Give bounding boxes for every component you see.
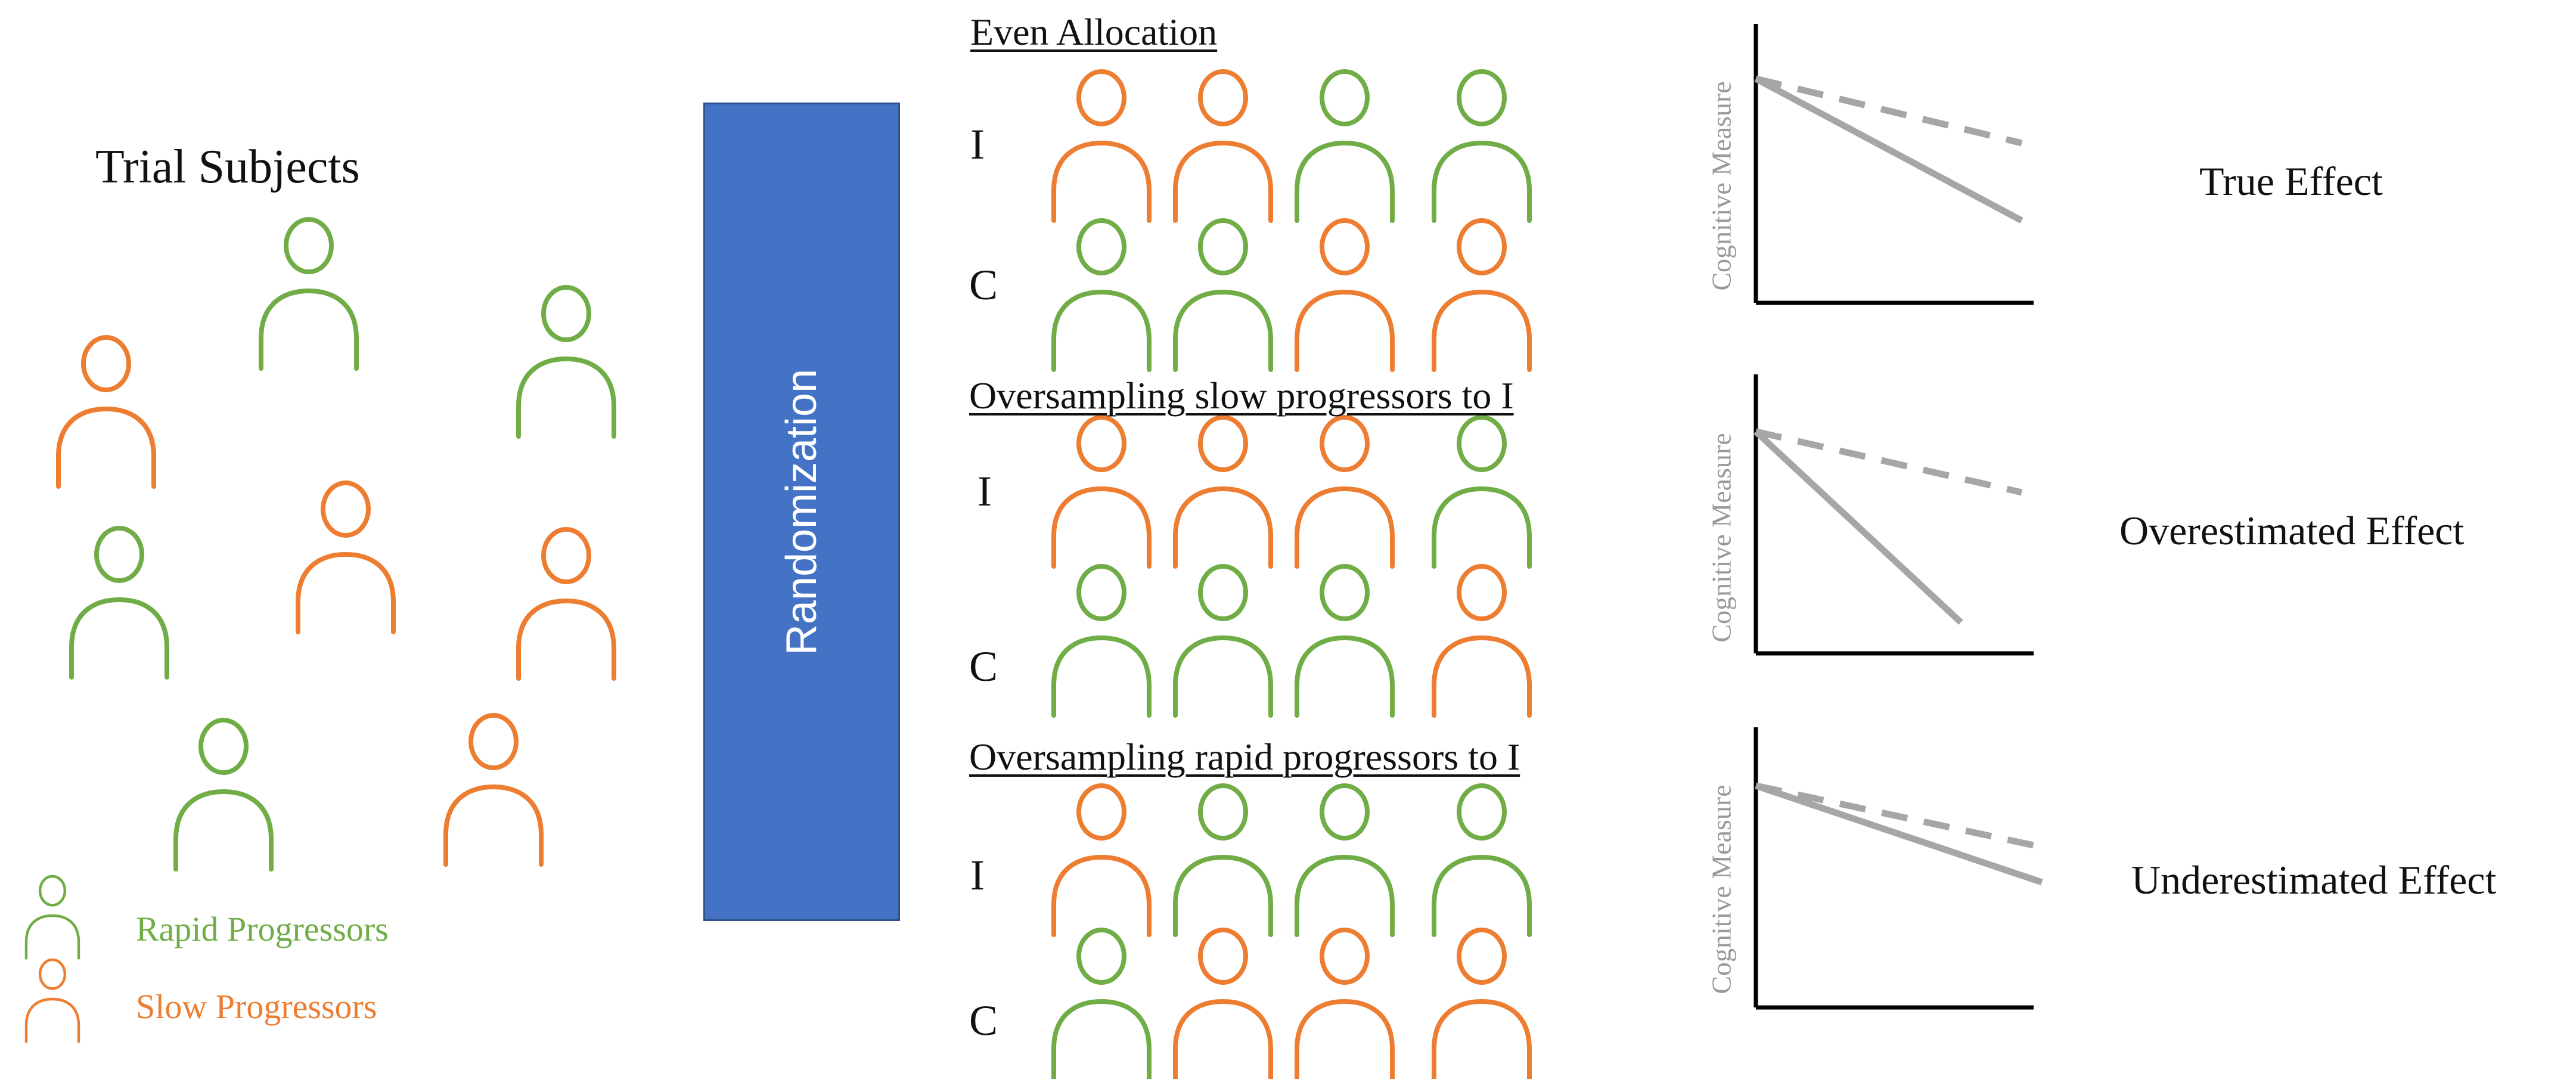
control-person-icon — [1051, 928, 1152, 1079]
subject-person-icon — [56, 335, 156, 489]
charts-layer — [1753, 24, 2043, 1010]
scenario-heading-rapid: Oversampling rapid progressors to I — [969, 736, 1520, 778]
intervention-person-icon — [1173, 415, 1273, 569]
chart-y-axis-label: Cognitive Measure — [1706, 433, 1737, 643]
intervention-person-icon — [1051, 415, 1152, 569]
effect-label-underestimated: Underestimated Effect — [2131, 857, 2497, 903]
group-label-control: C — [969, 997, 998, 1044]
randomization-label: Randomization — [778, 368, 825, 655]
legend-slow-icon — [24, 958, 80, 1043]
intervention-person-icon — [1051, 783, 1152, 937]
subject-person-icon — [296, 480, 396, 634]
solid-trend-line — [1753, 429, 1963, 625]
group-label-intervention: I — [977, 467, 992, 515]
control-person-icon — [1432, 218, 1532, 372]
intervention-person-icon — [1432, 783, 1532, 937]
subject-person-icon — [443, 713, 544, 867]
control-person-icon — [1432, 564, 1532, 718]
intervention-person-icon — [1051, 69, 1152, 223]
legend-slow-label: Slow Progressors — [136, 987, 377, 1026]
randomization-box: Randomization — [703, 103, 900, 921]
intervention-person-icon — [1173, 69, 1273, 223]
scenario-heading-slow: Oversampling slow progressors to I — [969, 374, 1514, 417]
subject-person-icon — [259, 217, 359, 371]
intervention-person-icon — [1295, 69, 1395, 223]
group-label-intervention: I — [970, 851, 985, 899]
people-layer — [24, 69, 1532, 1079]
effect-label-overestimated: Overestimated Effect — [2119, 508, 2465, 553]
dashed-trend-line — [1755, 428, 2023, 496]
control-person-icon — [1051, 564, 1152, 718]
intervention-person-icon — [1432, 415, 1532, 569]
effect-chart — [1753, 374, 2034, 656]
intervention-person-icon — [1295, 415, 1395, 569]
solid-trend-line — [1755, 782, 2043, 886]
effect-chart — [1753, 24, 2034, 305]
subject-person-icon — [516, 527, 616, 681]
legend-rapid-label: Rapid Progressors — [136, 910, 389, 948]
group-label-intervention: I — [970, 120, 985, 168]
dashed-trend-line — [1755, 782, 2035, 849]
control-person-icon — [1173, 564, 1273, 718]
control-person-icon — [1173, 218, 1273, 372]
control-person-icon — [1432, 928, 1532, 1079]
intervention-person-icon — [1173, 783, 1273, 937]
control-person-icon — [1295, 218, 1395, 372]
group-label-control: C — [969, 261, 998, 309]
legend-rapid-icon — [24, 875, 80, 960]
control-person-icon — [1173, 928, 1273, 1079]
control-person-icon — [1295, 564, 1395, 718]
pool-title: Trial Subjects — [95, 141, 360, 193]
subject-person-icon — [173, 718, 274, 872]
intervention-person-icon — [1432, 69, 1532, 223]
dashed-trend-line — [1755, 75, 2023, 147]
intervention-person-icon — [1295, 783, 1395, 937]
chart-y-axis-label: Cognitive Measure — [1706, 785, 1737, 994]
control-person-icon — [1051, 218, 1152, 372]
control-person-icon — [1295, 928, 1395, 1079]
effect-chart — [1753, 727, 2043, 1010]
scenario-heading-even: Even Allocation — [970, 11, 1218, 53]
effect-label-true: True Effect — [2199, 159, 2383, 204]
chart-y-axis-label: Cognitive Measure — [1706, 81, 1737, 291]
solid-trend-line — [1754, 76, 2023, 224]
subject-person-icon — [69, 526, 169, 680]
subject-person-icon — [516, 285, 616, 439]
group-label-control: C — [969, 643, 998, 690]
